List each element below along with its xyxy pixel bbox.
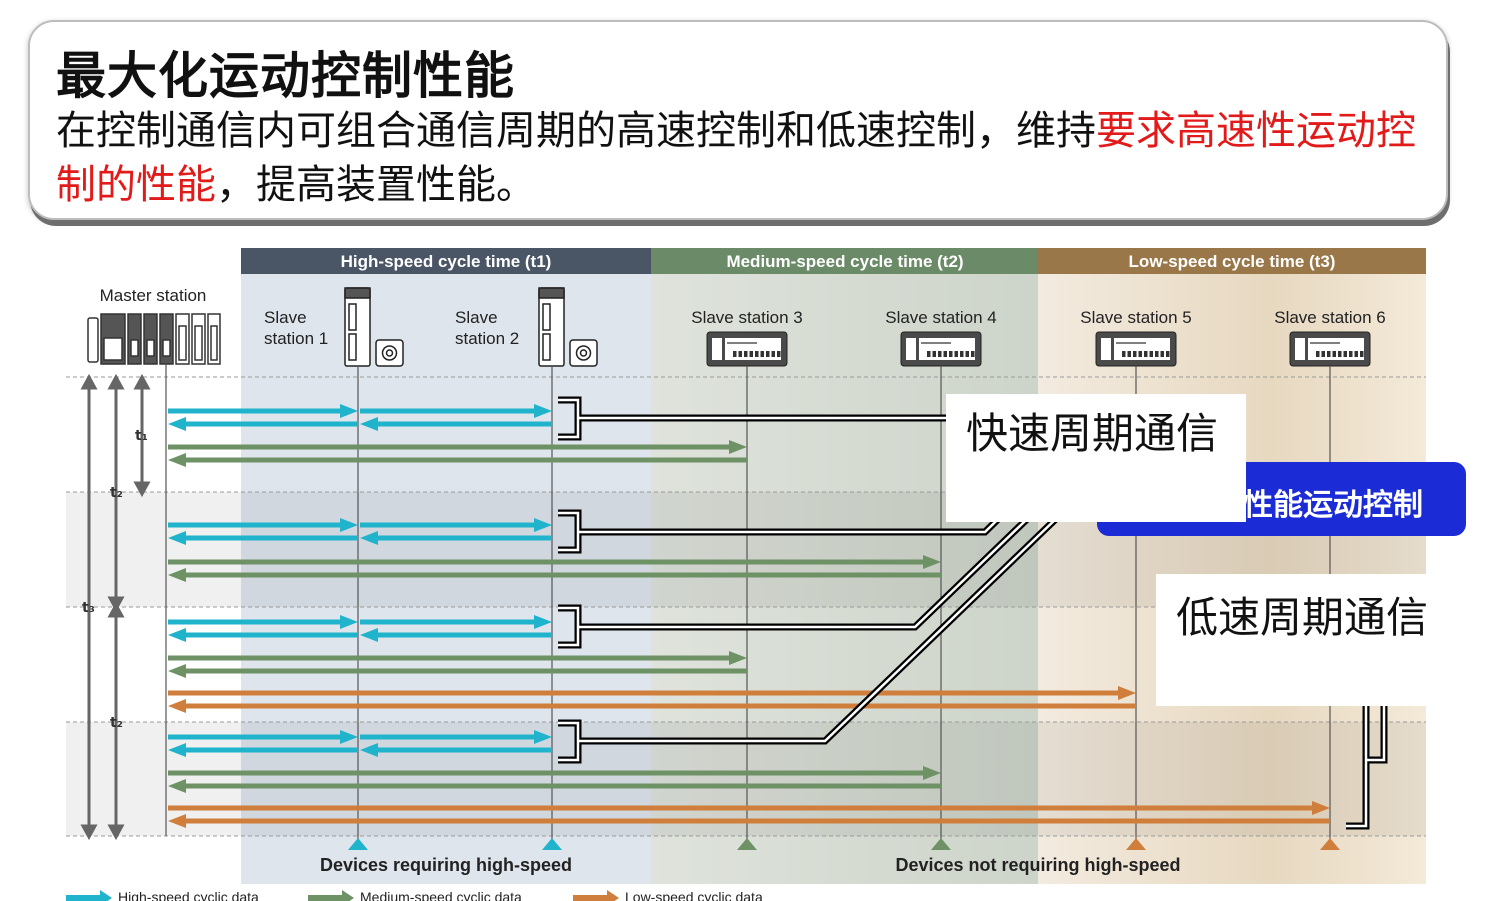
io-module-icons bbox=[706, 331, 1371, 367]
io-module-icon bbox=[1289, 331, 1371, 367]
zone-low-label: Low-speed cycle time (t3) bbox=[1129, 252, 1336, 271]
page-title: 最大化运动控制性能 bbox=[56, 47, 515, 105]
data-arrow bbox=[168, 555, 941, 569]
slow-cycle-callout: 低速周期通信 bbox=[1156, 574, 1438, 706]
master-station-icon bbox=[87, 313, 221, 365]
data-arrow bbox=[168, 801, 1330, 815]
io-module-icon bbox=[1095, 331, 1177, 367]
data-arrow bbox=[168, 628, 358, 642]
device-markers bbox=[348, 838, 1340, 850]
page-description: 在控制通信内可组合通信周期的高速控制和低速控制，维持要求高速性运动控制的性能，提… bbox=[56, 104, 1436, 212]
data-arrow bbox=[360, 531, 552, 545]
data-arrows bbox=[168, 404, 1330, 828]
data-arrow bbox=[168, 453, 747, 467]
t3-label: t₃ bbox=[82, 600, 95, 616]
data-arrow bbox=[168, 404, 358, 418]
data-arrow bbox=[168, 766, 941, 780]
cycle-boundaries bbox=[66, 376, 1426, 837]
station-2-line2: station 2 bbox=[455, 329, 519, 348]
zone-high-label: High-speed cycle time (t1) bbox=[341, 252, 552, 271]
data-arrow bbox=[168, 518, 358, 532]
servo-drive-icon-2 bbox=[538, 287, 598, 367]
legend-high-label: High-speed cyclic data bbox=[118, 889, 259, 901]
data-arrow bbox=[168, 568, 941, 582]
t2-label-1: t₂ bbox=[110, 485, 123, 501]
data-arrow bbox=[360, 730, 552, 744]
desc-highlight: 要求高速性运动控制的性能 bbox=[56, 108, 1416, 208]
legend: High-speed cyclic data Medium-speed cycl… bbox=[66, 889, 763, 901]
station-1-line2: station 1 bbox=[264, 329, 328, 348]
data-arrow bbox=[360, 628, 552, 642]
data-arrow bbox=[168, 730, 358, 744]
bracket-connectors bbox=[558, 398, 1386, 828]
station-2-line1: Slave bbox=[455, 308, 498, 327]
station-1-line1: Slave bbox=[264, 308, 307, 327]
zone-medium-bg bbox=[651, 274, 1038, 884]
servo-drive-icon-1 bbox=[344, 287, 404, 367]
data-arrow bbox=[168, 743, 358, 757]
data-arrow bbox=[168, 651, 747, 665]
data-arrow bbox=[168, 417, 358, 431]
io-module-icon bbox=[900, 331, 982, 367]
master-station-label: Master station bbox=[100, 286, 207, 305]
data-arrow bbox=[168, 779, 941, 793]
t1-label: t₁ bbox=[135, 428, 148, 444]
data-arrow bbox=[168, 615, 358, 629]
io-module-icon bbox=[706, 331, 788, 367]
header-card bbox=[28, 20, 1448, 220]
zone-medium-label: Medium-speed cycle time (t2) bbox=[726, 252, 963, 271]
fast-cycle-callout: 快速周期通信 bbox=[946, 394, 1246, 522]
data-arrow bbox=[360, 615, 552, 629]
station-3-label: Slave station 3 bbox=[691, 308, 803, 327]
data-arrow bbox=[360, 417, 552, 431]
data-arrow bbox=[168, 699, 1136, 713]
data-arrow bbox=[168, 686, 1136, 700]
station-5-label: Slave station 5 bbox=[1080, 308, 1192, 327]
data-arrow bbox=[360, 743, 552, 757]
data-arrow bbox=[168, 440, 747, 454]
desc-text-2: ，提高装置性能。 bbox=[216, 162, 536, 208]
zone-high-bg bbox=[241, 274, 651, 884]
zone-medium-header bbox=[651, 248, 1038, 274]
t2-label-2: t₂ bbox=[110, 715, 123, 731]
legend-medium-label: Medium-speed cyclic data bbox=[360, 889, 522, 901]
station-4-label: Slave station 4 bbox=[885, 308, 997, 327]
zone-high-header bbox=[241, 248, 651, 274]
data-arrow bbox=[168, 814, 1330, 828]
zone-low-header bbox=[1038, 248, 1426, 274]
footer-high-speed: Devices requiring high-speed bbox=[320, 855, 572, 875]
data-arrow bbox=[168, 664, 747, 678]
time-span-arrows bbox=[80, 373, 151, 841]
data-arrow bbox=[168, 531, 358, 545]
data-arrow bbox=[360, 404, 552, 418]
desc-text-1: 在控制通信内可组合通信周期的高速控制和低速控制，维持 bbox=[56, 108, 1096, 154]
legend-low-label: Low-speed cyclic data bbox=[625, 889, 763, 901]
footer-not-high-speed: Devices not requiring high-speed bbox=[895, 855, 1180, 875]
station-6-label: Slave station 6 bbox=[1274, 308, 1386, 327]
data-arrow bbox=[360, 518, 552, 532]
